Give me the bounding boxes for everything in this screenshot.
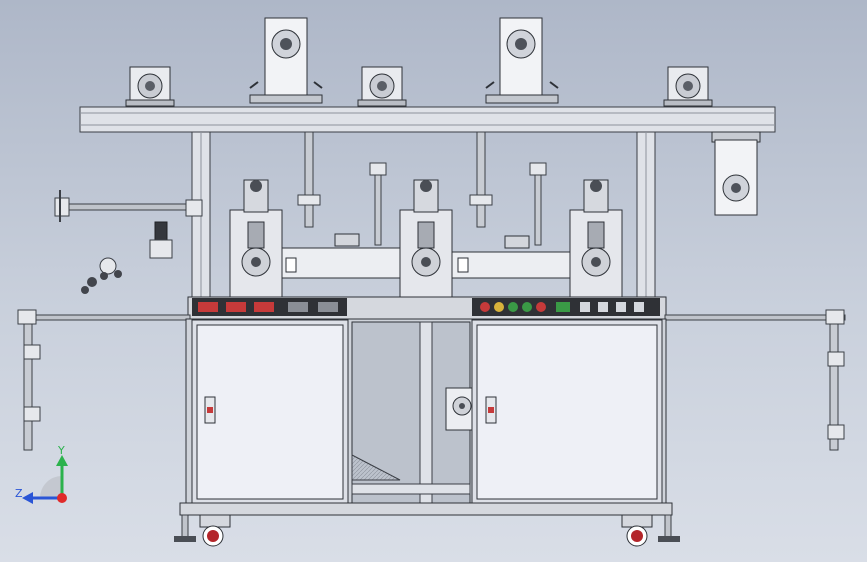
cabinet-door-handle-icon[interactable]: [485, 396, 497, 424]
roller-station-center: [399, 179, 453, 299]
motor-icon: [711, 131, 761, 216]
control-strip-left: [192, 298, 347, 316]
roller-station-right: [569, 179, 623, 299]
triad-z-label: Z: [15, 487, 23, 500]
control-strip-right: [472, 298, 660, 316]
top-beam: [79, 106, 776, 133]
reel-bearing-icon: [663, 66, 713, 107]
base-rail: [179, 502, 673, 516]
side-rails: [17, 309, 846, 451]
guide-rods: [297, 131, 547, 246]
adjustment-arm: [54, 190, 203, 294]
cabinet-right[interactable]: [471, 319, 663, 505]
motor-icon: [249, 17, 323, 104]
cabinet-left[interactable]: [191, 319, 349, 505]
motor-icon: [485, 17, 559, 104]
feed-plates: [281, 233, 571, 279]
reel-bearing-icon: [125, 66, 175, 107]
caster-wheel-icon: [199, 514, 231, 547]
roller-station-left: [229, 179, 283, 299]
caster-wheel-icon: [621, 514, 653, 547]
reel-bearing-icon: [357, 66, 407, 107]
leveling-foot: [174, 514, 680, 542]
coordinate-triad-icon: Y Z: [15, 444, 68, 504]
triad-y-label: Y: [57, 444, 65, 457]
cabinet-door-handle-icon[interactable]: [204, 396, 216, 424]
